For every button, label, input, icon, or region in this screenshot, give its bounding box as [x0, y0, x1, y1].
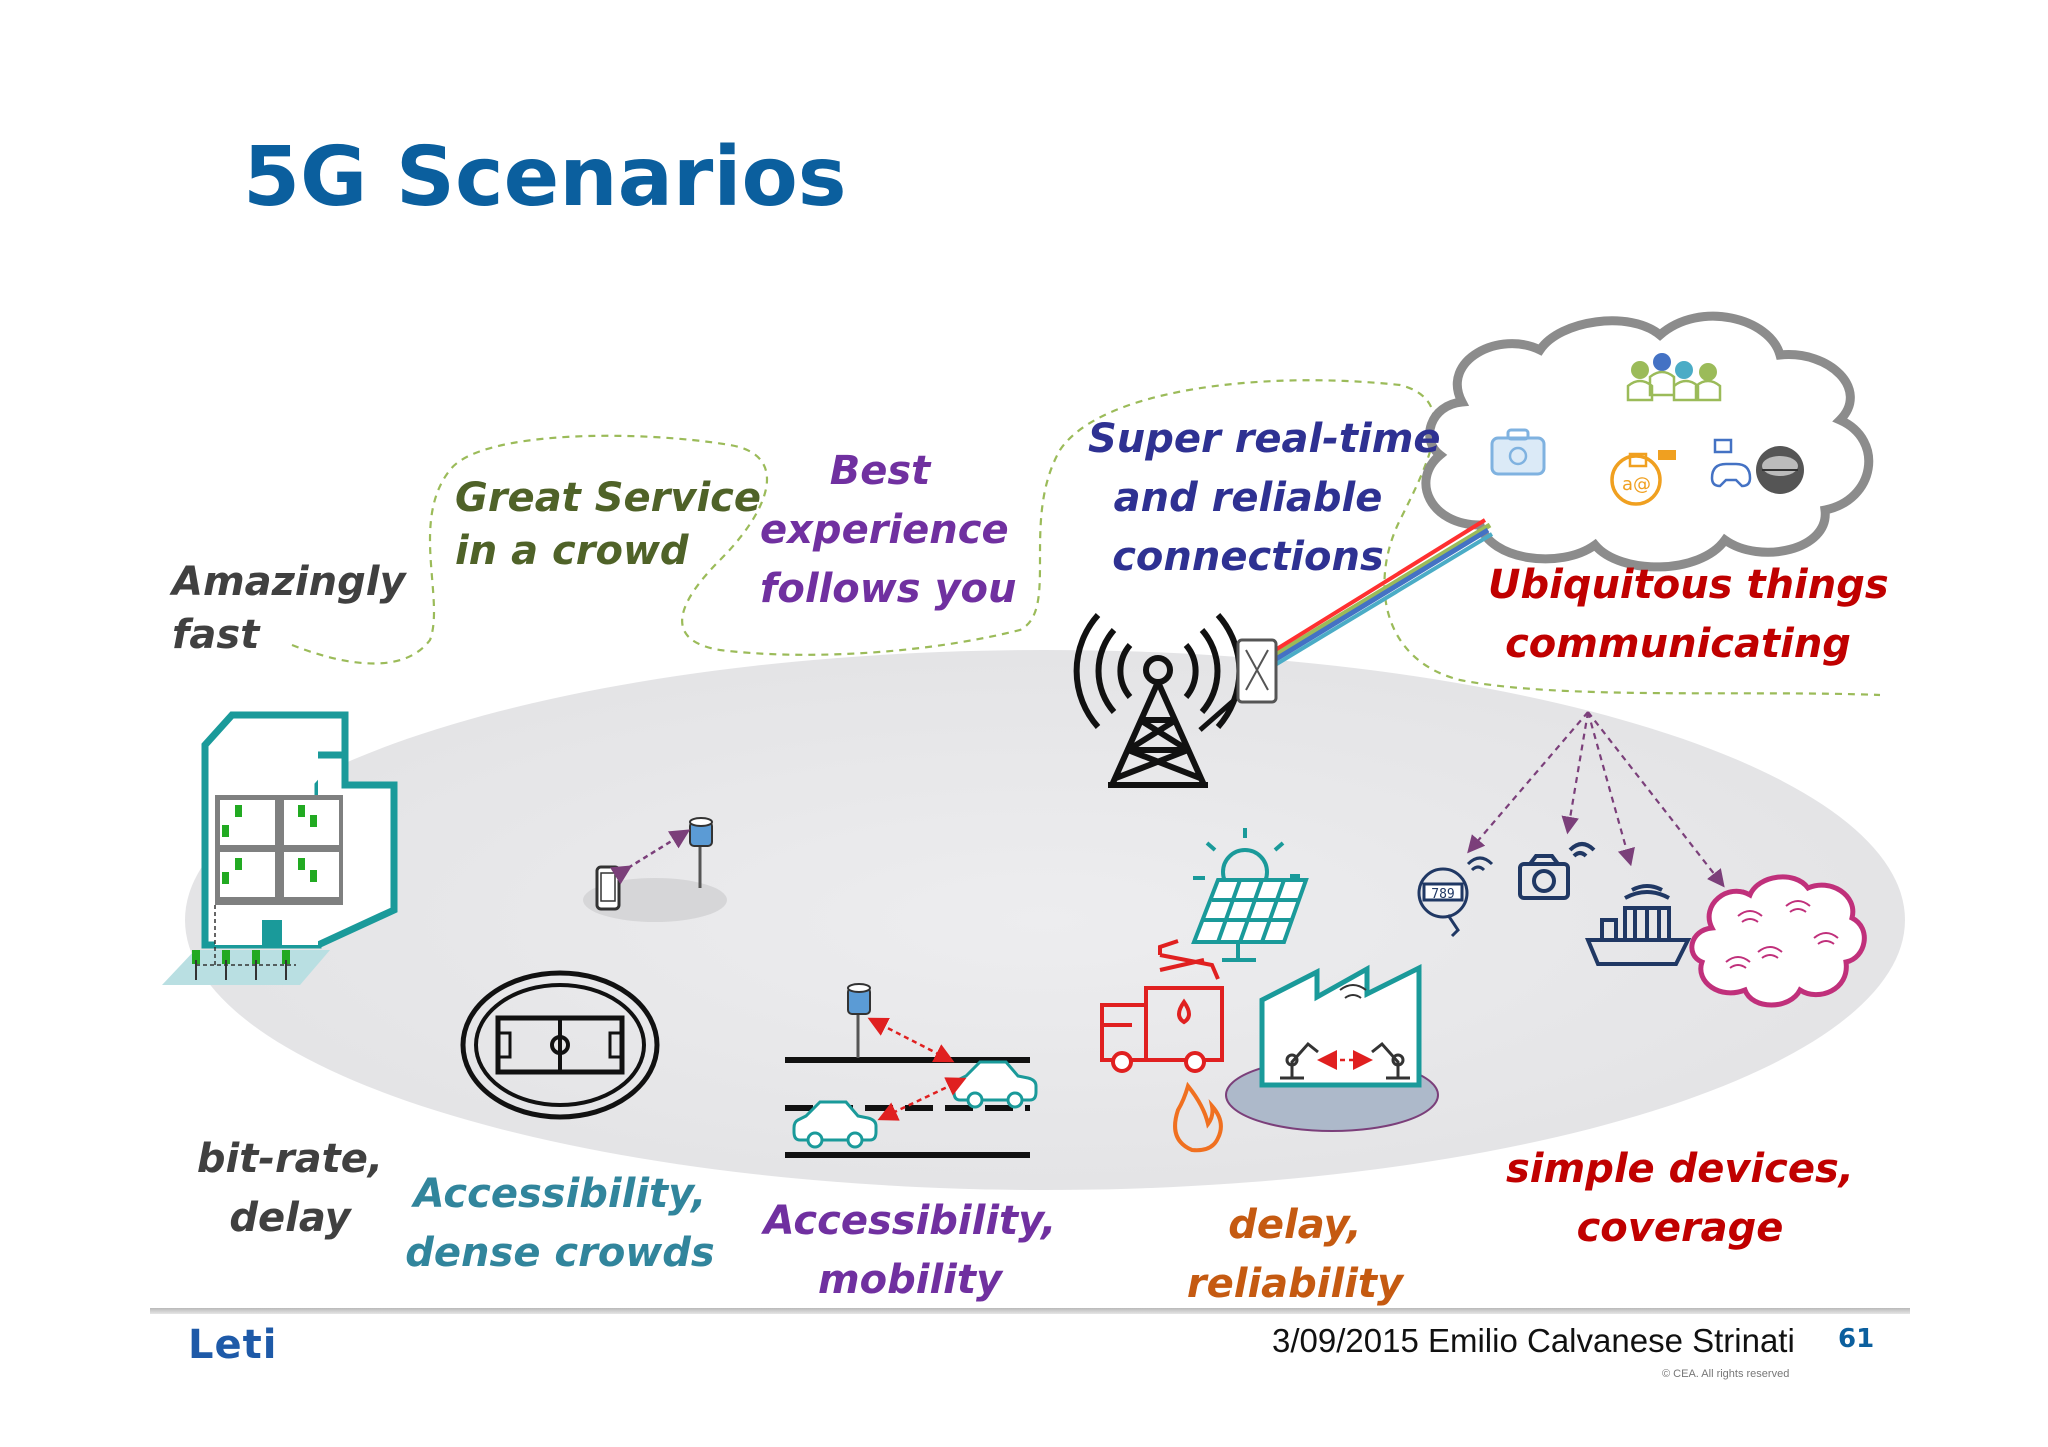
req-line: mobility: [817, 1257, 1003, 1304]
smart-meter-icon: [1417, 856, 1494, 938]
phone-icon: [583, 865, 727, 922]
label-line: Ubiquitous things: [1488, 562, 1889, 608]
copyright: © CEA. All rights reserved: [1662, 1368, 1790, 1380]
page-number: 61: [1838, 1324, 1875, 1354]
fire-truck-icon: [1100, 939, 1224, 1073]
label-amazingly-fast: Amazingly fast: [172, 556, 406, 662]
req-line: dense crowds: [405, 1230, 715, 1277]
slide-title: 5G Scenarios: [243, 130, 847, 225]
fire-icon: [1173, 1081, 1223, 1153]
scenario-outline: [291, 379, 1881, 697]
small-cell-icon: [689, 817, 713, 888]
label-line: and reliable: [1113, 475, 1383, 522]
label-line: connections: [1112, 534, 1384, 581]
antenna-panel-icon: [1198, 638, 1278, 732]
briefcase-icon: [1490, 428, 1546, 476]
globe-icon: [1756, 446, 1804, 494]
factory-icon: [1225, 963, 1439, 1132]
iot-arrows: [1467, 711, 1725, 888]
stadium-icon: [460, 970, 660, 1120]
cloud-icon: [1421, 311, 1874, 572]
req-bitrate-delay: bit-rate, delay: [190, 1130, 390, 1248]
robot-arm-icon: [1280, 1041, 1410, 1080]
req-line: Accessibility,: [413, 1171, 707, 1217]
label-super-realtime: Super real-time and reliable connections: [1088, 410, 1441, 588]
label-best-experience: Best experience follows you: [760, 442, 1017, 620]
label-line: Great Service: [455, 475, 762, 521]
req-line: reliability: [1186, 1261, 1404, 1308]
req-line: delay,: [1228, 1202, 1362, 1248]
label-line: Best: [829, 448, 931, 494]
phone-link-arrow: [609, 829, 691, 885]
req-line: simple devices,: [1506, 1146, 1854, 1192]
v2x-arrows: [867, 1017, 967, 1121]
coverage-ellipse: [185, 650, 1905, 1190]
car-icon: [952, 1060, 1038, 1109]
building-icon: [162, 711, 398, 985]
small-cell-icon: [847, 983, 871, 1058]
footer-text: 3/09/2015 Emilio Calvanese Strinati: [1272, 1322, 1795, 1359]
req-line: coverage: [1576, 1205, 1784, 1252]
iot-cloud-icon: [1689, 874, 1867, 1008]
people-icon: [1626, 353, 1722, 402]
req-line: delay: [229, 1195, 351, 1242]
label-line: Amazingly: [172, 559, 406, 605]
label-line: fast: [172, 611, 260, 658]
label-great-service: Great Service in a crowd: [455, 472, 761, 578]
req-line: bit-rate,: [196, 1136, 384, 1182]
footer-box: [1252, 1318, 1832, 1374]
gamepad-icon: [1710, 438, 1752, 488]
label-ubiquitous: Ubiquitous things communicating: [1488, 556, 1889, 674]
req-dense-crowds: Accessibility, dense crowds: [400, 1165, 720, 1283]
label-line: in a crowd: [455, 527, 689, 574]
car-icon: [792, 1100, 878, 1149]
solar-panel-icon: [1191, 828, 1309, 962]
req-simple-devices: simple devices, coverage: [1500, 1140, 1860, 1258]
social-icon: a@: [1610, 450, 1676, 506]
label-line: follows you: [760, 566, 1017, 613]
label-line: experience: [760, 507, 1009, 554]
beam: [1266, 518, 1494, 670]
req-mobility: Accessibility, mobility: [760, 1192, 1060, 1310]
req-delay-reliability: delay, reliability: [1170, 1196, 1420, 1314]
leti-logo: Leti: [188, 1322, 278, 1368]
ship-icon: [1585, 884, 1692, 966]
req-line: Accessibility,: [763, 1198, 1057, 1244]
footer-divider: [150, 1308, 1910, 1314]
meter-digits: 789: [1431, 887, 1454, 902]
label-line: communicating: [1505, 621, 1851, 668]
svg-text:a@: a@: [1622, 474, 1651, 495]
camera-icon: [1518, 842, 1596, 900]
label-line: Super real-time: [1088, 416, 1441, 462]
